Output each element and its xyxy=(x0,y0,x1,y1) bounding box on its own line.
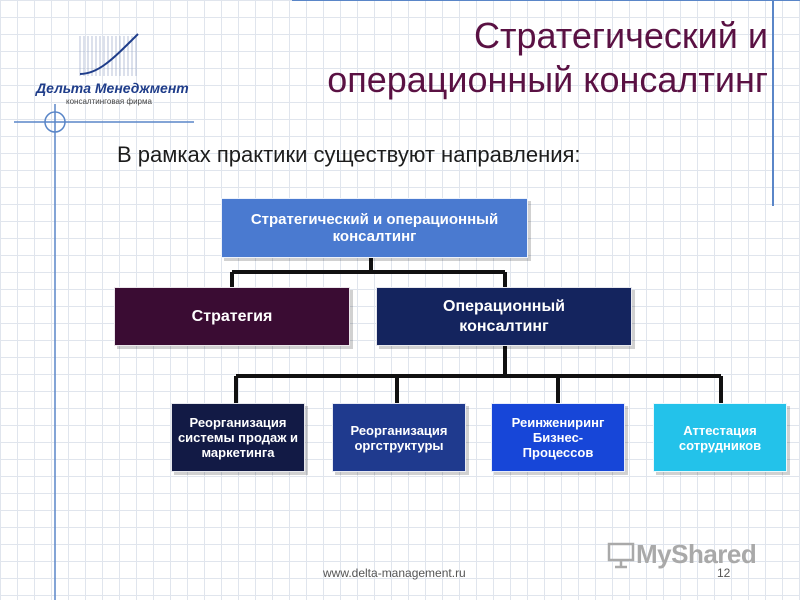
footer-url: www.delta-management.ru xyxy=(323,566,466,580)
root-node: Стратегический и операционный консалтинг xyxy=(221,198,528,258)
page-number: 12 xyxy=(717,566,731,580)
node-reengineering-label: Реинжениринг Бизнес-Процессов xyxy=(511,415,605,460)
root-node-label: Стратегический и операционный консалтинг xyxy=(250,211,499,245)
logo-mark-icon xyxy=(79,33,139,76)
node-reengineering: Реинжениринг Бизнес-Процессов xyxy=(491,403,625,472)
company-name: Дельта Менеджмент xyxy=(36,80,189,96)
node-strategy: Стратегия xyxy=(114,287,350,346)
presentation-icon xyxy=(607,542,635,569)
node-attestation: Аттестация сотрудников xyxy=(653,403,787,472)
node-attestation-label: Аттестация сотрудников xyxy=(678,422,762,453)
title-line-2: операционный консалтинг xyxy=(327,59,768,100)
company-tagline: консалтинговая фирма xyxy=(66,97,152,106)
title-line-1: Стратегический и xyxy=(474,15,768,56)
node-operational-label: Операционный консалтинг xyxy=(443,297,565,335)
node-sales-reorg-label: Реорганизация системы продаж и маркетинг… xyxy=(177,415,299,460)
watermark-text: MyShared xyxy=(636,538,757,569)
node-orgstructure-label: Реорганизация оргструктуры xyxy=(350,422,448,453)
watermark: MyShared xyxy=(606,536,766,572)
slide-title: Стратегический и операционный консалтинг xyxy=(327,14,768,102)
node-strategy-label: Стратегия xyxy=(191,307,273,325)
node-sales-reorg: Реорганизация системы продаж и маркетинг… xyxy=(171,403,305,472)
node-operational: Операционный консалтинг xyxy=(376,287,632,346)
node-orgstructure: Реорганизация оргструктуры xyxy=(332,403,466,472)
slide-subtitle: В рамках практики существуют направления… xyxy=(117,142,581,167)
